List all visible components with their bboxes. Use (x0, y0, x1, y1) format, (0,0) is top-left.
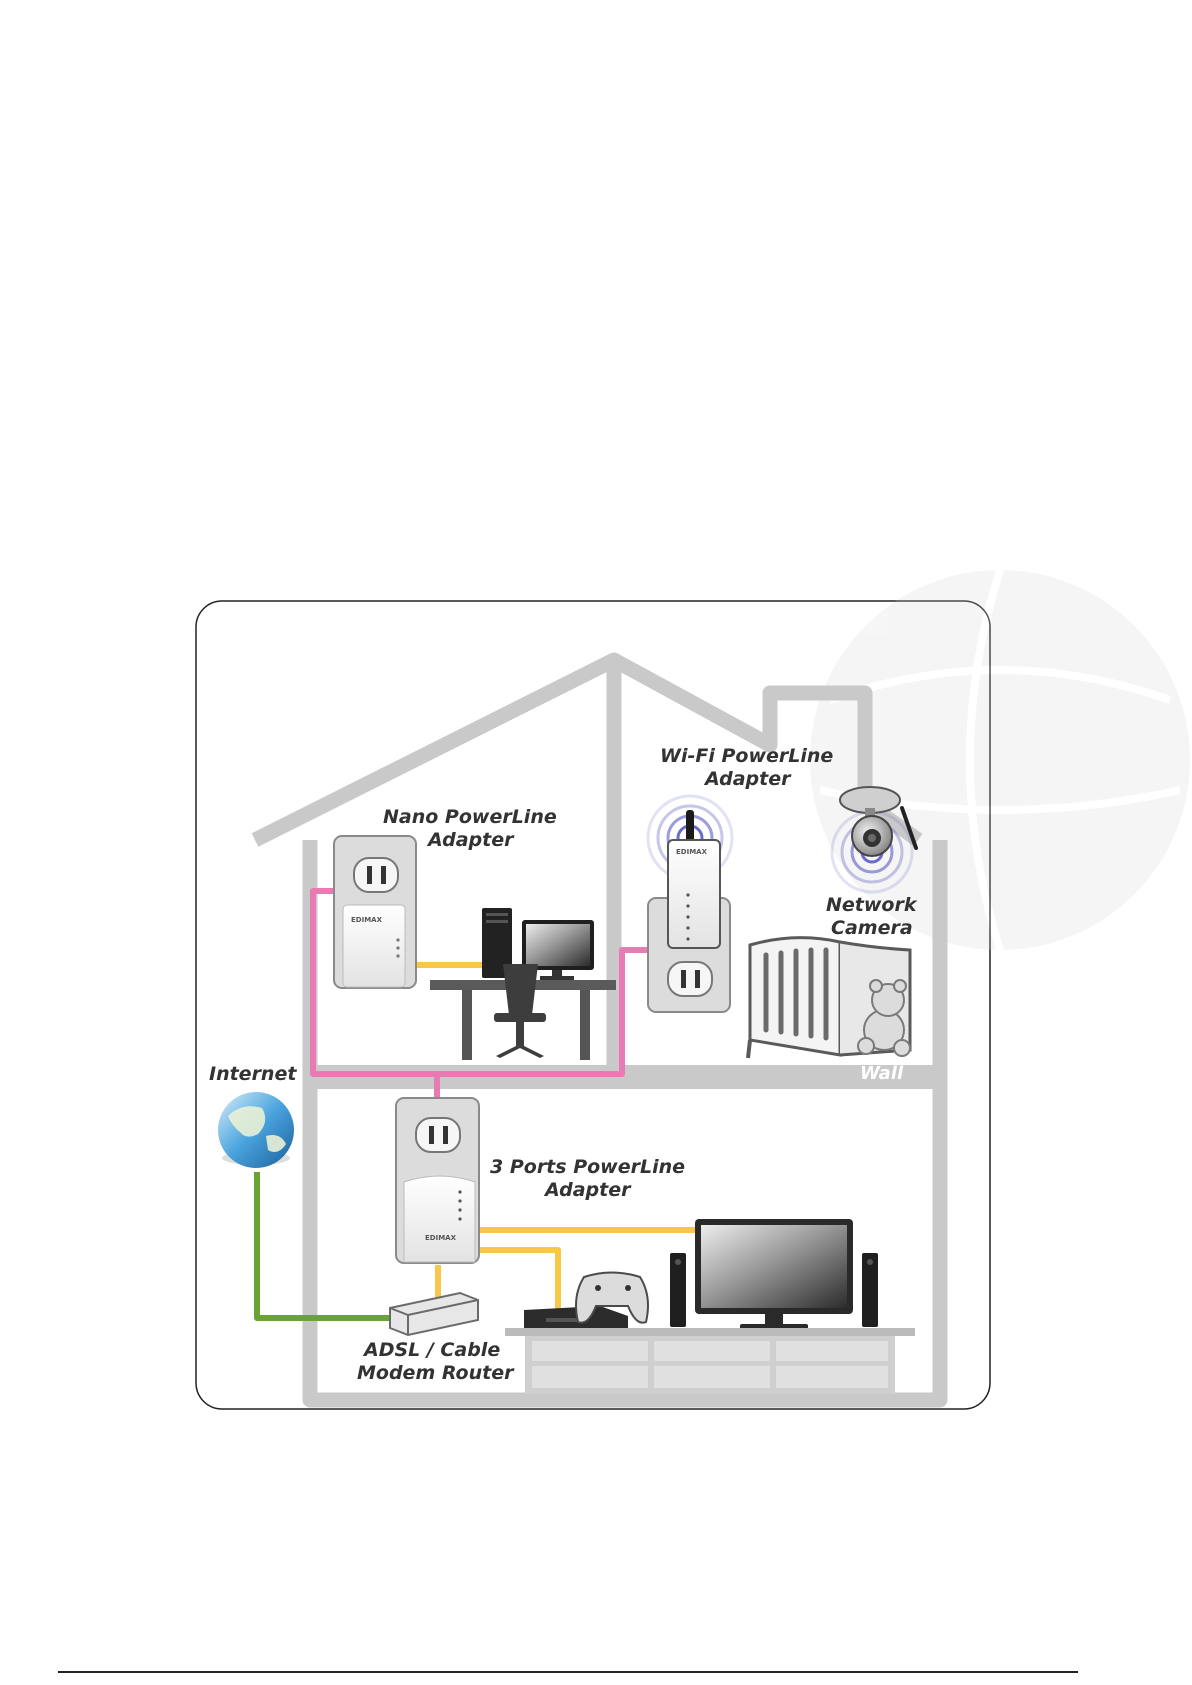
nano-adapter-label-line2: Adapter (426, 829, 515, 851)
page-footer-rule (58, 1671, 1078, 1673)
nano-powerline-adapter: EDIMAX (334, 836, 416, 988)
television (695, 1219, 853, 1330)
wifi-adapter-label-line2: Adapter (703, 768, 792, 790)
camera-label-line1: Network (826, 894, 918, 916)
three-port-adapter-label-line1: 3 Ports PowerLine (490, 1156, 685, 1178)
wifi-adapter-label-line1: Wi-Fi PowerLine (660, 745, 833, 767)
nano-adapter-label-line1: Nano PowerLine (383, 806, 557, 828)
left-speaker (670, 1253, 686, 1327)
three-port-powerline-adapter: EDIMAX (396, 1098, 479, 1263)
internet-globe-icon (218, 1092, 294, 1168)
wall-label: Wall (860, 1063, 904, 1084)
right-speaker (862, 1253, 878, 1327)
tv-cabinet (505, 1328, 915, 1394)
internet-label: Internet (209, 1063, 297, 1085)
nano-adapter-brand: EDIMAX (351, 916, 383, 924)
modem-label-line1: ADSL / Cable (362, 1339, 500, 1361)
wifi-adapter-brand: EDIMAX (676, 848, 708, 856)
modem-label-line2: Modem Router (357, 1362, 515, 1384)
three-port-adapter-label-line2: Adapter (543, 1179, 632, 1201)
camera-label-line2: Camera (831, 917, 913, 939)
three-port-adapter-brand: EDIMAX (425, 1234, 457, 1242)
